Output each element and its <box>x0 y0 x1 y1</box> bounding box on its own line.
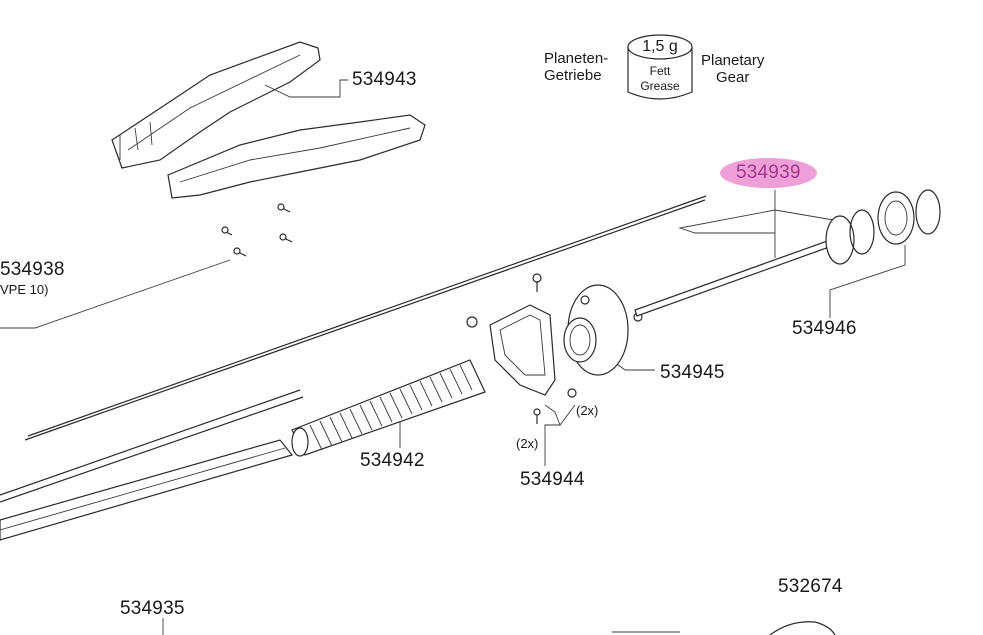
part-number-534935: 534935 <box>120 598 185 619</box>
gear-housing-part <box>563 284 643 376</box>
quantity-2x-label: (2x) <box>576 403 599 418</box>
grease-label-de-line2: Getriebe <box>544 67 602 84</box>
part-number-534945: 534945 <box>660 362 725 383</box>
grease-label-en-line1: Planetary <box>701 52 765 69</box>
quantity-2x-label: (2x) <box>516 436 539 451</box>
part-number-534946: 534946 <box>792 318 857 339</box>
grease-can-icon <box>627 34 693 100</box>
part-534938-note: VPE 10) <box>0 282 49 297</box>
arm-housing-part <box>111 41 426 199</box>
main-tube-part <box>0 439 294 541</box>
grease-label-de-line1: Planeten- <box>544 50 609 67</box>
grease-can-line2: Grease <box>640 79 680 93</box>
corrugated-hose-part <box>291 359 486 457</box>
grease-amount: 1,5 g <box>642 38 678 55</box>
part-number-534943: 534943 <box>352 69 417 90</box>
part-number-534939-highlighted[interactable]: 534939 <box>720 158 817 188</box>
bracket-part <box>466 273 577 424</box>
grease-label-en: Planetary Gear <box>701 52 764 86</box>
screws-group <box>221 203 293 257</box>
part-number-534944: 534944 <box>520 469 585 490</box>
part-number-534938: 534938 <box>0 259 65 280</box>
part-number-532674: 532674 <box>778 576 843 597</box>
grease-can-line1: Fett <box>649 64 671 78</box>
grease-label-en-line2: Gear <box>716 69 750 86</box>
grease-label-de: Planeten- Getriebe <box>544 50 608 84</box>
drive-shaft-part <box>634 189 941 317</box>
grease-can-text: Fett Grease <box>628 64 692 94</box>
part-number-534942: 534942 <box>360 450 425 471</box>
